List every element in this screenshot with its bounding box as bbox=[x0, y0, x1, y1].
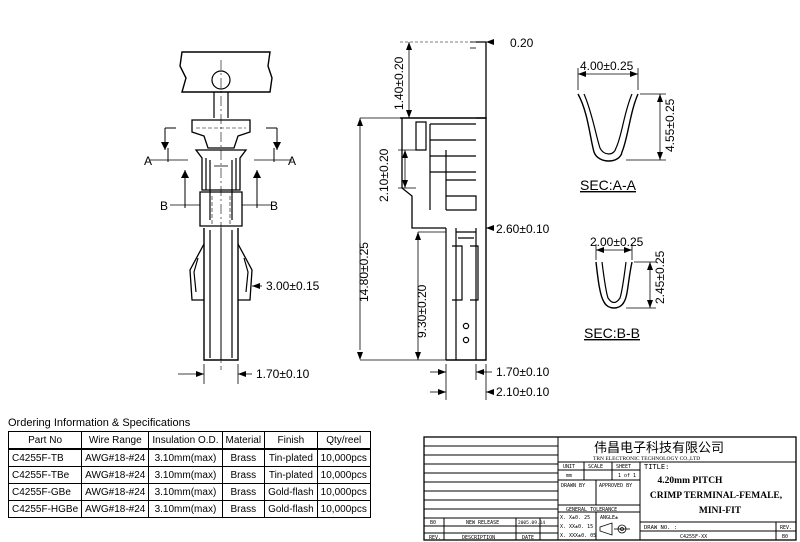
tolerance-3: X. XXX±0. 05 bbox=[560, 533, 596, 539]
title-label: TITLE: bbox=[644, 463, 669, 471]
cell-wire-range: AWG#18-#24 bbox=[81, 466, 150, 484]
cell-qty: 10,000pcs bbox=[316, 466, 371, 484]
column-header-finish: Finish bbox=[264, 431, 318, 450]
section-mark-a-right: A bbox=[288, 154, 296, 168]
dim-contact-length: 9.30±0.20 bbox=[415, 284, 429, 338]
approved-by-label: APPROVED BY bbox=[599, 483, 632, 489]
scale-label: SCALE bbox=[588, 464, 603, 470]
section-b-caption: SEC:B-B bbox=[584, 325, 640, 341]
cell-wire-range: AWG#18-#24 bbox=[81, 500, 150, 518]
revision-row-date: 2005.09.14 bbox=[518, 520, 545, 526]
dim-width-260: 2.60±0.10 bbox=[496, 222, 550, 236]
cell-part-no: C4255F-TBe bbox=[7, 466, 83, 484]
cell-wire-range: AWG#18-#24 bbox=[81, 483, 150, 501]
ordering-title: Ordering Information & Specifications bbox=[8, 417, 191, 429]
cell-finish: Tin-plated bbox=[264, 466, 318, 484]
column-header-material: Material bbox=[221, 431, 266, 450]
rev-header: REV. bbox=[429, 535, 441, 541]
drawn-by-label: DRAWN BY bbox=[561, 483, 585, 489]
cell-qty: 10,000pcs bbox=[316, 500, 371, 518]
date-header: DATE bbox=[522, 535, 534, 541]
title-line-1: 4.20mm PITCH bbox=[658, 476, 724, 486]
section-mark-b-left: B bbox=[160, 199, 168, 213]
column-header-qty: Qty/reel bbox=[316, 431, 371, 450]
dim-sec-b-width: 2.00±0.25 bbox=[590, 235, 644, 249]
revision-row-rev: B0 bbox=[430, 520, 436, 526]
dim-barrel-length: 2.10±0.20 bbox=[377, 148, 391, 202]
cell-material: Brass bbox=[221, 466, 266, 484]
unit-label: UNIT bbox=[563, 464, 575, 470]
ordering-header-row: Part No Wire Range Insulation O.D. Mater… bbox=[7, 431, 371, 450]
tolerance-2: X. XX±0. 15 bbox=[560, 524, 593, 530]
revision-row-desc: NEW RELEASE bbox=[466, 520, 499, 526]
general-tolerance-label: GENERAL TOLERANCE bbox=[566, 507, 617, 513]
title-block-frame bbox=[423, 436, 797, 541]
section-a-profile bbox=[577, 68, 666, 162]
cell-part-no: C4255F-HGBe bbox=[7, 500, 83, 518]
company-name-cn: 伟昌电子科技有限公司 bbox=[594, 440, 724, 455]
table-row: C4255F-HGBe AWG#18-#24 3.10mm(max) Brass… bbox=[7, 500, 371, 518]
cell-insulation: 3.10mm(max) bbox=[148, 483, 223, 501]
rev-value: B0 bbox=[782, 534, 788, 540]
dim-sec-a-height: 4.55±0.25 bbox=[663, 98, 677, 152]
cell-finish: Gold-flash bbox=[264, 500, 318, 518]
sheet-value: 1 of 1 bbox=[618, 473, 636, 479]
description-header: DESCRIPTION bbox=[462, 535, 495, 541]
cell-qty: 10,000pcs bbox=[316, 483, 371, 501]
cell-wire-range: AWG#18-#24 bbox=[81, 448, 150, 467]
projection-symbol bbox=[599, 522, 630, 536]
column-header-wire-range: Wire Range bbox=[81, 431, 150, 450]
cell-material: Brass bbox=[221, 448, 266, 467]
cell-qty: 10,000pcs bbox=[316, 448, 371, 467]
dim-body-width: 2.10±0.10 bbox=[496, 385, 550, 399]
section-a-caption: SEC:A-A bbox=[580, 177, 637, 193]
cell-insulation: 3.10mm(max) bbox=[148, 448, 223, 467]
table-row: C4255F-TBe AWG#18-#24 3.10mm(max) Brass … bbox=[7, 466, 371, 484]
cell-insulation: 3.10mm(max) bbox=[148, 466, 223, 484]
title-line-3: MINI-FIT bbox=[699, 506, 742, 516]
cell-part-no: C4255F-GBe bbox=[7, 483, 83, 501]
dim-total-length: 14.80±0.25 bbox=[357, 242, 371, 302]
cell-part-no: C4255F-TB bbox=[7, 448, 83, 467]
front-view bbox=[150, 51, 292, 384]
drawing-no-label: DRAW NO. : bbox=[644, 525, 677, 531]
table-row: C4255F-GBe AWG#18-#24 3.10mm(max) Brass … bbox=[7, 483, 371, 501]
section-mark-b-right: B bbox=[270, 199, 278, 213]
title-line-2: CRIMP TERMINAL-FEMALE, bbox=[650, 491, 783, 501]
sheet-label: SHEET bbox=[616, 464, 631, 470]
dim-bottom-width-left: 1.70±0.10 bbox=[256, 367, 310, 381]
drawing-no: C4255F-XX bbox=[680, 534, 707, 540]
column-header-part-no: Part No bbox=[7, 431, 83, 450]
tolerance-1: X. X±0. 25 bbox=[560, 515, 590, 521]
cell-insulation: 3.10mm(max) bbox=[148, 500, 223, 518]
company-name-en: TRN ELECTRONIC TECHNOLOGY CO.,LTD bbox=[593, 456, 700, 462]
cell-material: Brass bbox=[221, 500, 266, 518]
column-header-insulation: Insulation O.D. bbox=[148, 431, 223, 450]
angle-label: ANGLE± bbox=[600, 515, 618, 521]
dim-sec-a-width: 4.00±0.25 bbox=[580, 59, 634, 73]
rev-label: REV. bbox=[780, 525, 792, 531]
cell-material: Brass bbox=[221, 483, 266, 501]
side-view bbox=[359, 41, 494, 400]
dim-tab-length: 1.40±0.20 bbox=[392, 56, 406, 110]
section-b-profile bbox=[595, 244, 656, 309]
dim-bottom-width-right: 1.70±0.10 bbox=[496, 365, 550, 379]
dim-spring-width: 3.00±0.15 bbox=[266, 279, 320, 293]
ordering-table: Part No Wire Range Insulation O.D. Mater… bbox=[7, 431, 371, 518]
table-row: C4255F-TB AWG#18-#24 3.10mm(max) Brass T… bbox=[7, 448, 371, 467]
cell-finish: Gold-flash bbox=[264, 483, 318, 501]
cell-finish: Tin-plated bbox=[264, 448, 318, 467]
dim-sec-b-height: 2.45±0.25 bbox=[653, 250, 667, 304]
section-mark-a-left: A bbox=[144, 154, 152, 168]
unit-value: mm bbox=[566, 473, 572, 479]
dim-top-thickness: 0.20 bbox=[510, 36, 534, 50]
